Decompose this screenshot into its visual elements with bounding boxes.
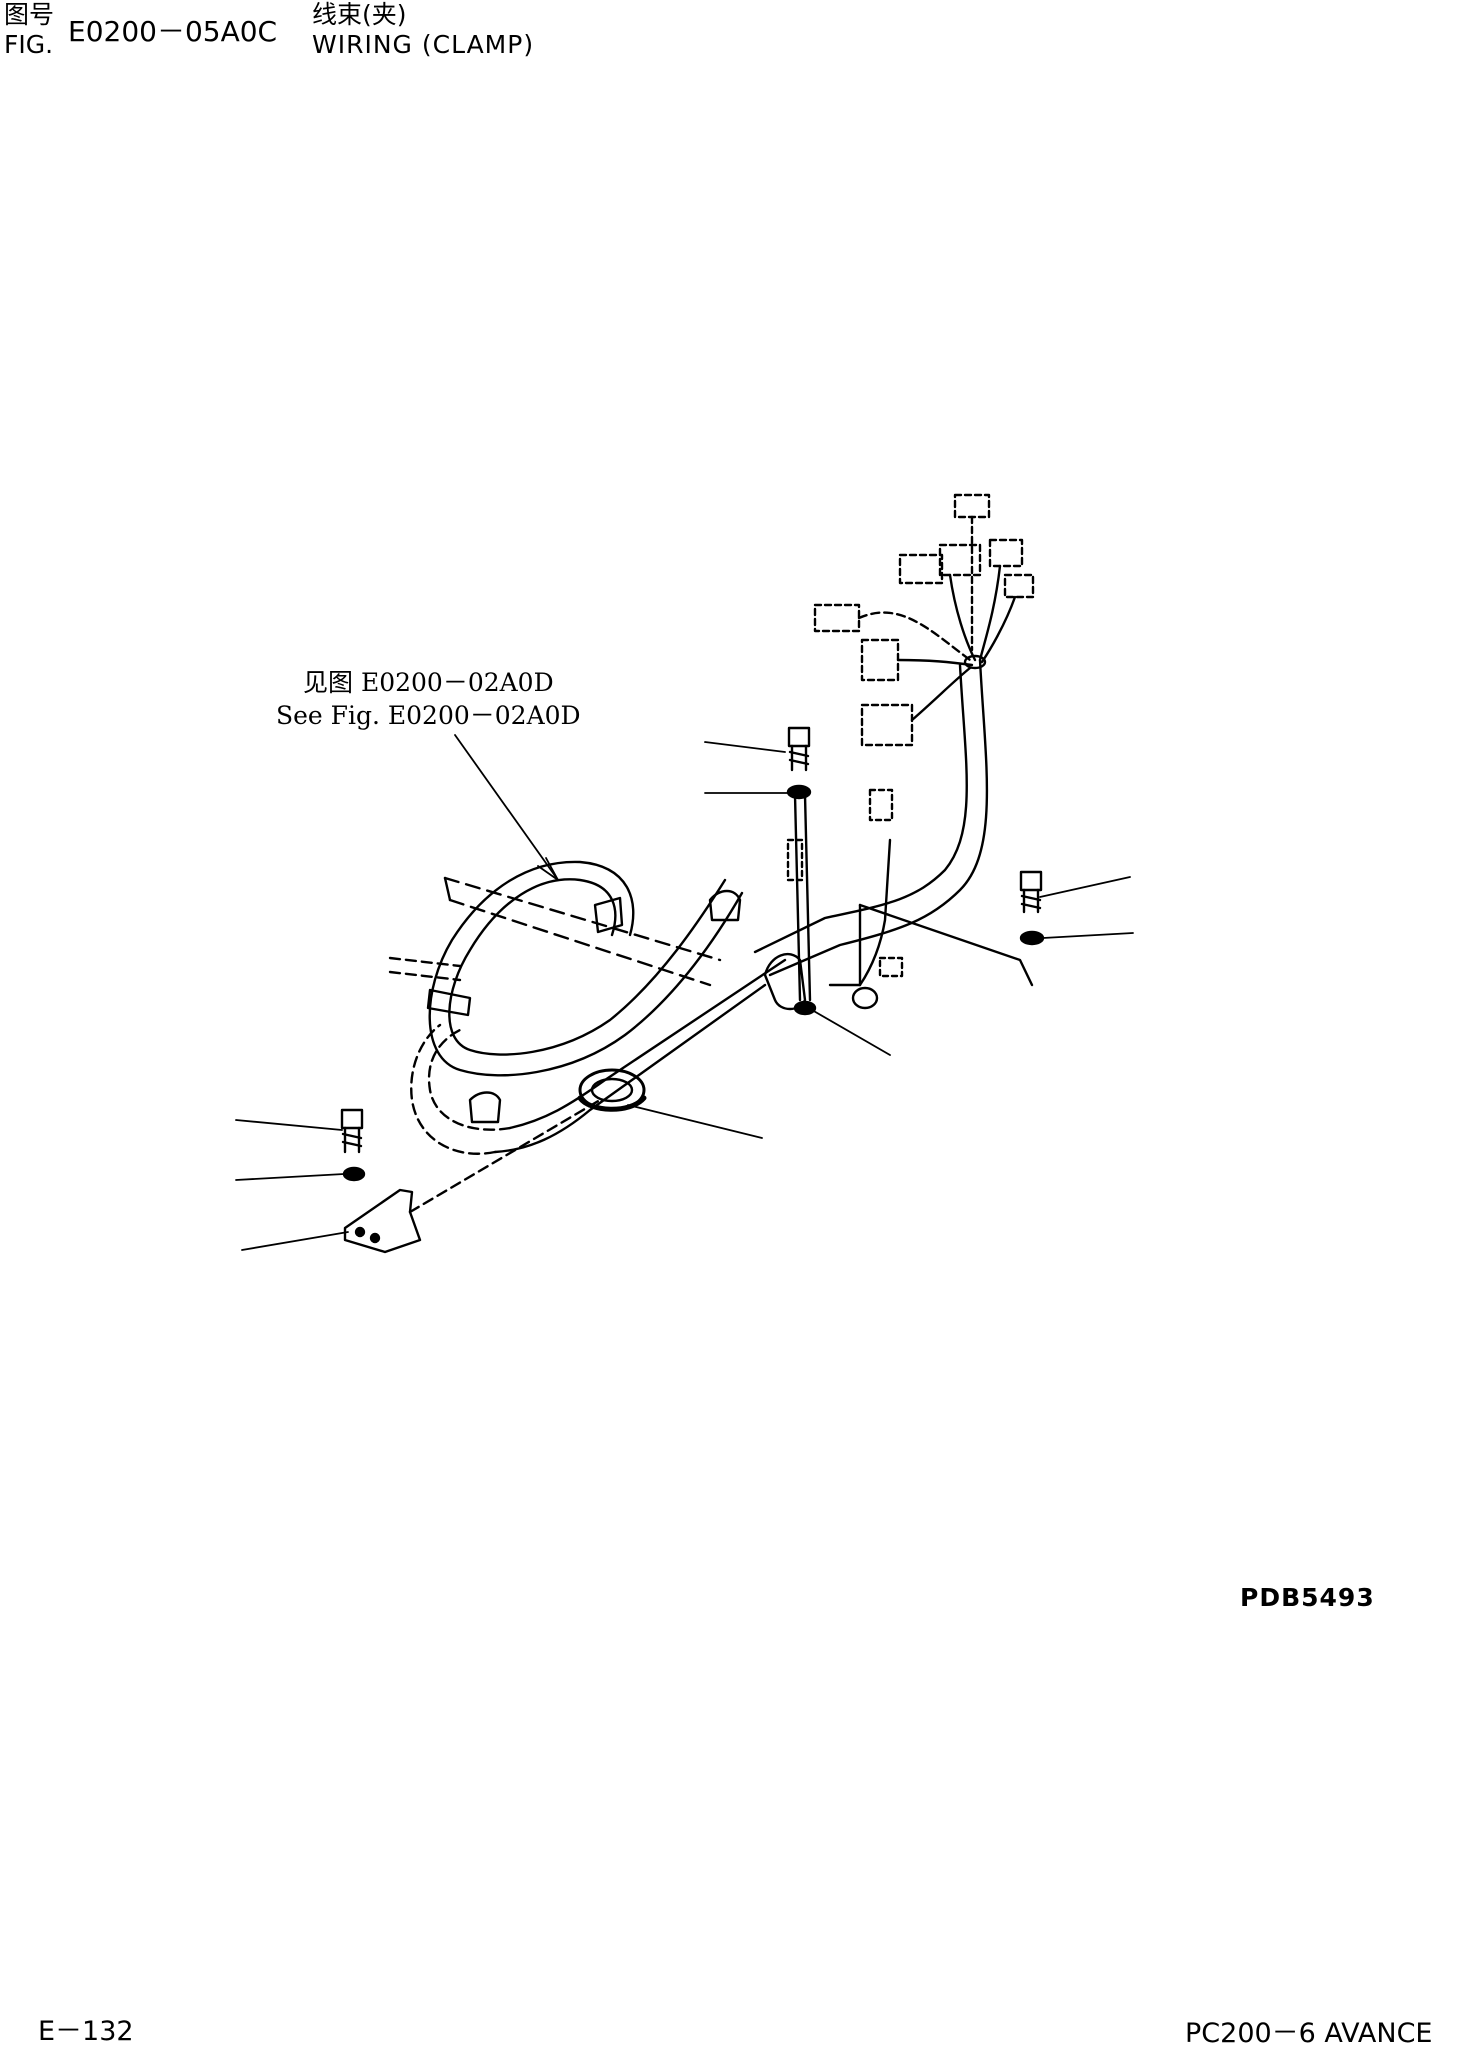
drawing-code: PDB5493 [1240,1583,1375,1612]
clamp-upper [426,889,879,1124]
leader-lines [235,734,1134,1251]
bracket-plate [343,1098,602,1254]
bolt-upper-left [786,726,812,800]
machine-model: PC200－6 AVANCE [1185,2018,1433,2049]
figure-title-en: WIRING (CLAMP) [312,30,535,59]
reference-note-en: See Fig. E0200－02A0D [276,701,581,730]
page-number: E－132 [38,2016,134,2047]
connector-group [813,493,1035,747]
bolt-lower-left [340,1108,366,1182]
figure-label-cn: 图号 [4,0,55,29]
bolt-right [1019,870,1045,946]
wiring-harness [388,658,989,1155]
figure-title-cn: 线束(夹) [312,0,407,29]
clamp-center [763,953,817,1016]
figure-label-en: FIG. [4,30,54,59]
grommet [577,1068,647,1112]
reference-note-cn: 见图 E0200－02A0D [303,668,554,697]
figure-number: E0200－05A0C [68,15,278,48]
ground-lead [786,788,1034,1002]
